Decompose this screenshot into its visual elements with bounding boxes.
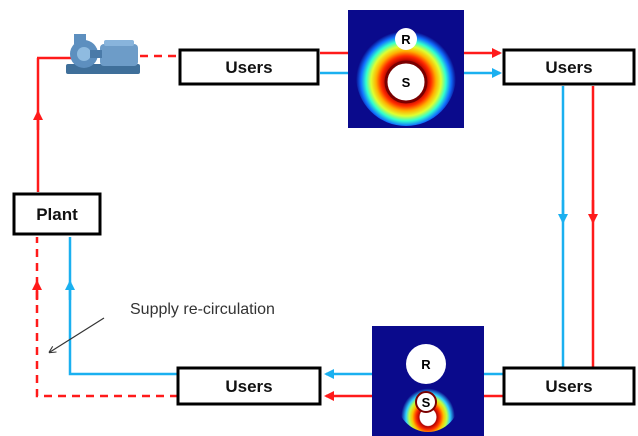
plant-node: Plant (12, 192, 102, 236)
users-top-left-label: Users (225, 58, 272, 77)
plant-label: Plant (36, 205, 78, 224)
supply-pipe-cross-section-top (384, 60, 428, 104)
pump-icon (66, 34, 140, 74)
pipe-temperature-heatmap-bottom: R S (372, 326, 484, 436)
annotation-pointer (50, 317, 105, 352)
supply-pipe-label-top: S (402, 75, 411, 90)
users-top-right-node: Users (502, 48, 636, 86)
users-bottom-left-node: Users (176, 366, 322, 406)
return-pipe-cross-section-top (395, 28, 417, 50)
users-bottom-right-label: Users (545, 377, 592, 396)
users-bottom-left-label: Users (225, 377, 272, 396)
users-bottom-right-node: Users (502, 366, 636, 406)
return-pipe-cross-section-bottom (406, 344, 446, 384)
supply-recirculation-pipe (35, 237, 178, 398)
supply-recirculation-annotation: Supply re-circulation (130, 301, 275, 318)
pipe-temperature-heatmap-top: R S (348, 10, 464, 128)
users-top-right-label: Users (545, 58, 592, 77)
supply-pipe-label-bottom: S (422, 395, 431, 410)
supply-pipe-cross-section-bottom (415, 391, 437, 413)
users-top-left-node: Users (178, 48, 320, 86)
return-pipe-label-bottom: R (421, 357, 431, 372)
return-pipe-label-top: R (401, 32, 411, 47)
